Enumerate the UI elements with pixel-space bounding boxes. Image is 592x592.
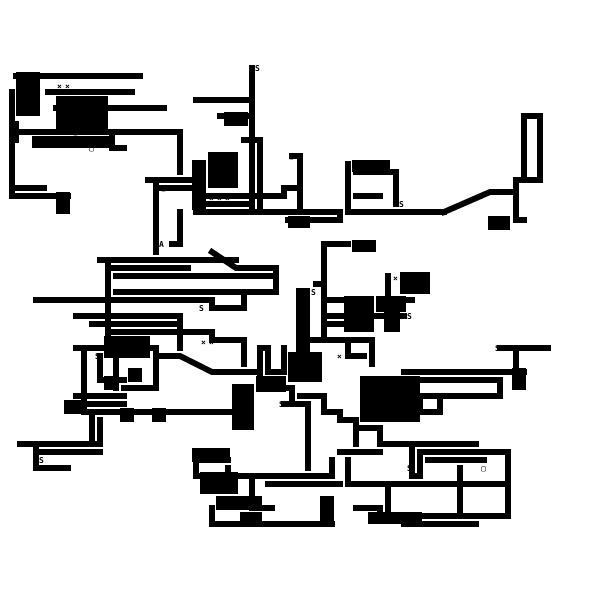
track (345, 337, 367, 359)
block (32, 136, 112, 148)
track (109, 129, 127, 151)
switch-x-marker: × (209, 194, 214, 203)
block (288, 352, 322, 382)
signal-box-marker: ▢ (73, 128, 78, 137)
station-s-marker: S (519, 216, 524, 225)
station-s-marker: S (407, 464, 412, 473)
track (409, 441, 511, 519)
block (296, 288, 310, 352)
track (209, 505, 335, 527)
switch-x-marker: × (393, 274, 398, 283)
switch-x-marker: × (217, 194, 222, 203)
track (257, 209, 343, 223)
track (201, 185, 299, 199)
block (232, 384, 254, 430)
station-s-marker: S (31, 184, 36, 193)
switch-x-marker: × (121, 384, 126, 393)
switch-x-marker: × (65, 82, 70, 91)
track (513, 177, 527, 223)
track (89, 409, 103, 447)
signal-box-marker: ▢ (289, 368, 294, 377)
station-s-marker: S (279, 400, 284, 409)
signal-box-marker: ▢ (89, 408, 94, 417)
station-s-marker: S (239, 472, 244, 481)
switch-x-marker: × (209, 338, 214, 347)
track (81, 345, 239, 415)
track (353, 169, 399, 207)
track (440, 189, 519, 216)
station-s-marker: S (327, 208, 332, 217)
track (9, 89, 71, 199)
station-s-marker: S (199, 304, 204, 313)
track (353, 505, 383, 519)
track (207, 247, 279, 295)
signal-box-marker: ▢ (481, 464, 486, 473)
track (169, 209, 183, 247)
block (208, 152, 238, 188)
track (241, 137, 263, 215)
signal-box-marker: ▢ (89, 144, 94, 153)
track (345, 457, 511, 487)
track (105, 329, 247, 367)
track (385, 481, 479, 519)
switch-x-marker: × (33, 74, 38, 83)
block (128, 368, 142, 382)
track (209, 289, 247, 311)
track (153, 345, 287, 375)
track (297, 393, 343, 415)
marker-layer: S S S S S S A S S S S S S S S S S S × × … (31, 64, 524, 521)
signal-box-marker: ▢ (409, 400, 414, 409)
track (249, 473, 275, 511)
signal-box-marker: ▢ (361, 296, 366, 305)
station-s-marker: S (495, 344, 500, 353)
station-s-marker: S (39, 456, 44, 465)
track (225, 465, 255, 479)
station-s-marker: S (463, 512, 468, 521)
track (417, 393, 443, 415)
track-layer (9, 65, 551, 527)
block (16, 72, 40, 116)
station-s-marker: S (399, 200, 404, 209)
switch-x-marker: × (225, 194, 230, 203)
station-s-marker: S (407, 392, 412, 401)
station-a-marker: A (159, 240, 164, 249)
block (56, 96, 108, 132)
track (257, 369, 295, 407)
track (337, 409, 359, 447)
track (305, 337, 375, 367)
track (97, 353, 127, 391)
switch-x-marker: × (401, 368, 406, 377)
block (400, 272, 430, 294)
track (385, 273, 415, 303)
track (281, 401, 311, 471)
track (417, 377, 503, 399)
block (352, 240, 376, 252)
block (488, 216, 510, 230)
track (193, 449, 335, 479)
station-s-marker: S (183, 176, 188, 185)
block (320, 496, 334, 524)
track (73, 345, 159, 391)
signal-box-marker: ▢ (161, 184, 166, 193)
station-s-marker: S (255, 64, 260, 73)
track (353, 425, 479, 447)
station-s-marker: S (407, 312, 412, 321)
track (13, 129, 183, 175)
station-s-marker: S (95, 352, 100, 361)
signal-box-marker: ▢ (289, 152, 294, 161)
switch-x-marker: × (201, 338, 206, 347)
switch-x-marker: × (57, 82, 62, 91)
station-s-marker: S (311, 288, 316, 297)
switch-x-marker: × (337, 352, 342, 361)
